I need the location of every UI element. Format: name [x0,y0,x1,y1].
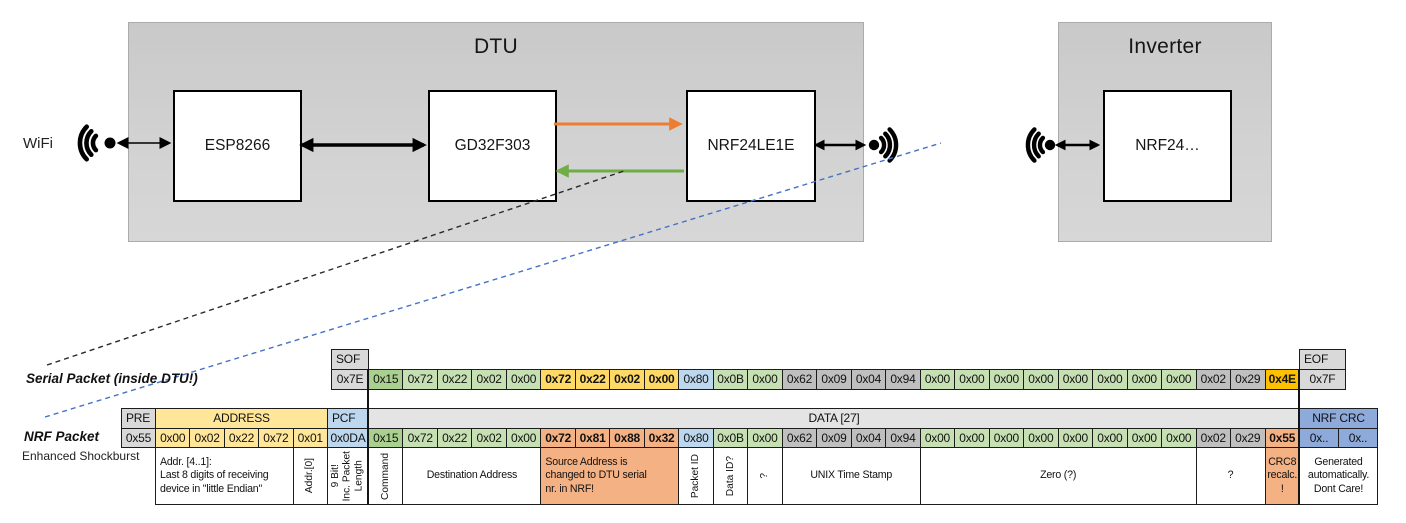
annotation-cell: Generated automatically. Dont Care! [1299,447,1378,505]
nrf-byte-cell: 0x55 [1264,428,1300,448]
nrf-address-byte: 0x00 [155,428,191,448]
serial-byte-cell: 0x00 [1057,369,1094,390]
dtu-title: DTU [473,35,519,58]
nrf-byte-cell: 0x15 [368,428,404,448]
nrf-byte-cell: 0x04 [850,428,887,448]
nrf-byte-cell: 0x00 [954,428,990,448]
nrf-byte-cell: 0x00 [1092,428,1128,448]
annotation-cell: Addr.[0] [292,447,328,505]
data-boundary-right [1298,369,1300,505]
data-boundary-left [367,369,369,505]
serial-byte-cell: 0x94 [885,369,921,390]
nrf-byte-cell: 0x72 [402,428,438,448]
component-nrf24-inverter-label: NRF24… [1135,137,1200,154]
annotation-cell: UNIX Time Stamp [781,447,921,505]
annotation-cell: Addr. [4..1]: Last 8 digits of receiving… [155,447,294,505]
nrf-byte-cell: 0x22 [436,428,473,448]
serial-byte-cell: 0x62 [781,369,818,390]
serial-eof-byte: 0x7F [1299,369,1346,390]
serial-byte-cell: 0x00 [919,369,956,390]
serial-byte-cell: 0x29 [1230,369,1266,390]
serial-byte-cell: 0x22 [436,369,473,390]
serial-byte-cell: 0x00 [505,369,542,390]
nrf-byte-cell: 0x81 [574,428,611,448]
nrf-pre-byte: 0x55 [121,428,156,448]
nrf-address-byte: 0x22 [223,428,260,448]
inverter-zone: Inverter [1058,22,1272,242]
nrf-byte-cell: 0x02 [471,428,507,448]
nrf-byte-cell: 0x00 [1023,428,1059,448]
annotation-cell: ? [747,447,783,505]
annotation-cell: Packet ID [678,447,714,505]
annotation-cell: Source Address is changed to DTU serial … [540,447,680,505]
annotation-cell: Destination Address [402,447,542,505]
serial-byte-cell: 0x02 [1195,369,1232,390]
serial-byte-cell: 0x00 [1126,369,1163,390]
annotation-cell: Data ID? [712,447,749,505]
serial-byte-cell: 0x00 [1161,369,1197,390]
serial-byte-cell: 0x04 [850,369,887,390]
nrf-byte-cell: 0x0B [712,428,749,448]
nrf-data-header: DATA [27] [368,408,1300,429]
nrf-byte-cell: 0x94 [885,428,921,448]
nrf-byte-cell: 0x88 [609,428,645,448]
serial-byte-cell: 0x00 [954,369,990,390]
serial-byte-cell: 0x15 [368,369,404,390]
nrf-crc-header: NRF CRC [1299,408,1378,429]
nrf-byte-cell: 0x00 [1057,428,1094,448]
nrf-packet-sublabel: Enhanced Shockburst [22,449,140,463]
serial-byte-cell: 0x72 [402,369,438,390]
nrf-crc-byte: 0x.. [1338,428,1378,448]
nrf-address-byte: 0x01 [292,428,328,448]
serial-byte-cell: 0x02 [471,369,507,390]
serial-byte-cell: 0x00 [988,369,1025,390]
serial-byte-cell: 0x4E [1264,369,1300,390]
serial-byte-cell: 0x22 [574,369,611,390]
component-nrf24-inverter: NRF24… [1103,90,1232,202]
serial-byte-cell: 0x00 [747,369,783,390]
nrf-pcf-header: PCF [327,408,369,429]
nrf-packet-label: NRF Packet [24,429,100,444]
nrf-byte-cell: 0x09 [816,428,852,448]
serial-byte-cell: 0x00 [1023,369,1059,390]
nrf-byte-cell: 0x02 [1195,428,1232,448]
nrf-byte-cell: 0x00 [919,428,956,448]
nrf-pre-header: PRE [121,408,156,429]
serial-byte-cell: 0x09 [816,369,852,390]
nrf-byte-cell: 0x00 [747,428,783,448]
nrf-byte-cell: 0x00 [505,428,542,448]
nrf-byte-cell: 0x00 [988,428,1025,448]
nrf-byte-cell: 0x72 [540,428,576,448]
inverter-title: Inverter [1128,35,1202,58]
nrf-address-byte: 0x72 [258,428,294,448]
serial-byte-cell: 0x0B [712,369,749,390]
nrf-pcf-byte: 0x0DA [327,428,369,448]
nrf-byte-cell: 0x00 [1126,428,1163,448]
annotation-cell: 9 Bit! Inc. Packet Length [327,447,369,505]
nrf-byte-cell: 0x29 [1230,428,1266,448]
serial-byte-cell: 0x00 [643,369,680,390]
nrf-byte-cell: 0x00 [1161,428,1197,448]
serial-byte-cell: 0x80 [678,369,714,390]
nrf-crc-byte: 0x.. [1299,428,1339,448]
serial-byte-cell: 0x02 [609,369,645,390]
annotation-cell: ? [1195,447,1266,505]
serial-byte-cell: 0x72 [540,369,576,390]
serial-eof-header: EOF [1299,349,1346,370]
nrf-byte-cell: 0x62 [781,428,818,448]
annotation-cell: CRC8 recalc. ! [1264,447,1300,505]
serial-byte-cell: 0x00 [1092,369,1128,390]
nrf-address-header: ADDRESS [155,408,328,429]
serial-sof-byte: 0x7E [331,369,369,390]
annotation-cell: Command [368,447,404,505]
serial-sof-header: SOF [331,349,369,370]
annotation-cell: Zero (?) [919,447,1197,505]
serial-packet-label: Serial Packet (inside DTU!) [26,371,198,386]
nrf-byte-cell: 0x80 [678,428,714,448]
nrf-address-byte: 0x02 [189,428,225,448]
nrf-byte-cell: 0x32 [643,428,680,448]
